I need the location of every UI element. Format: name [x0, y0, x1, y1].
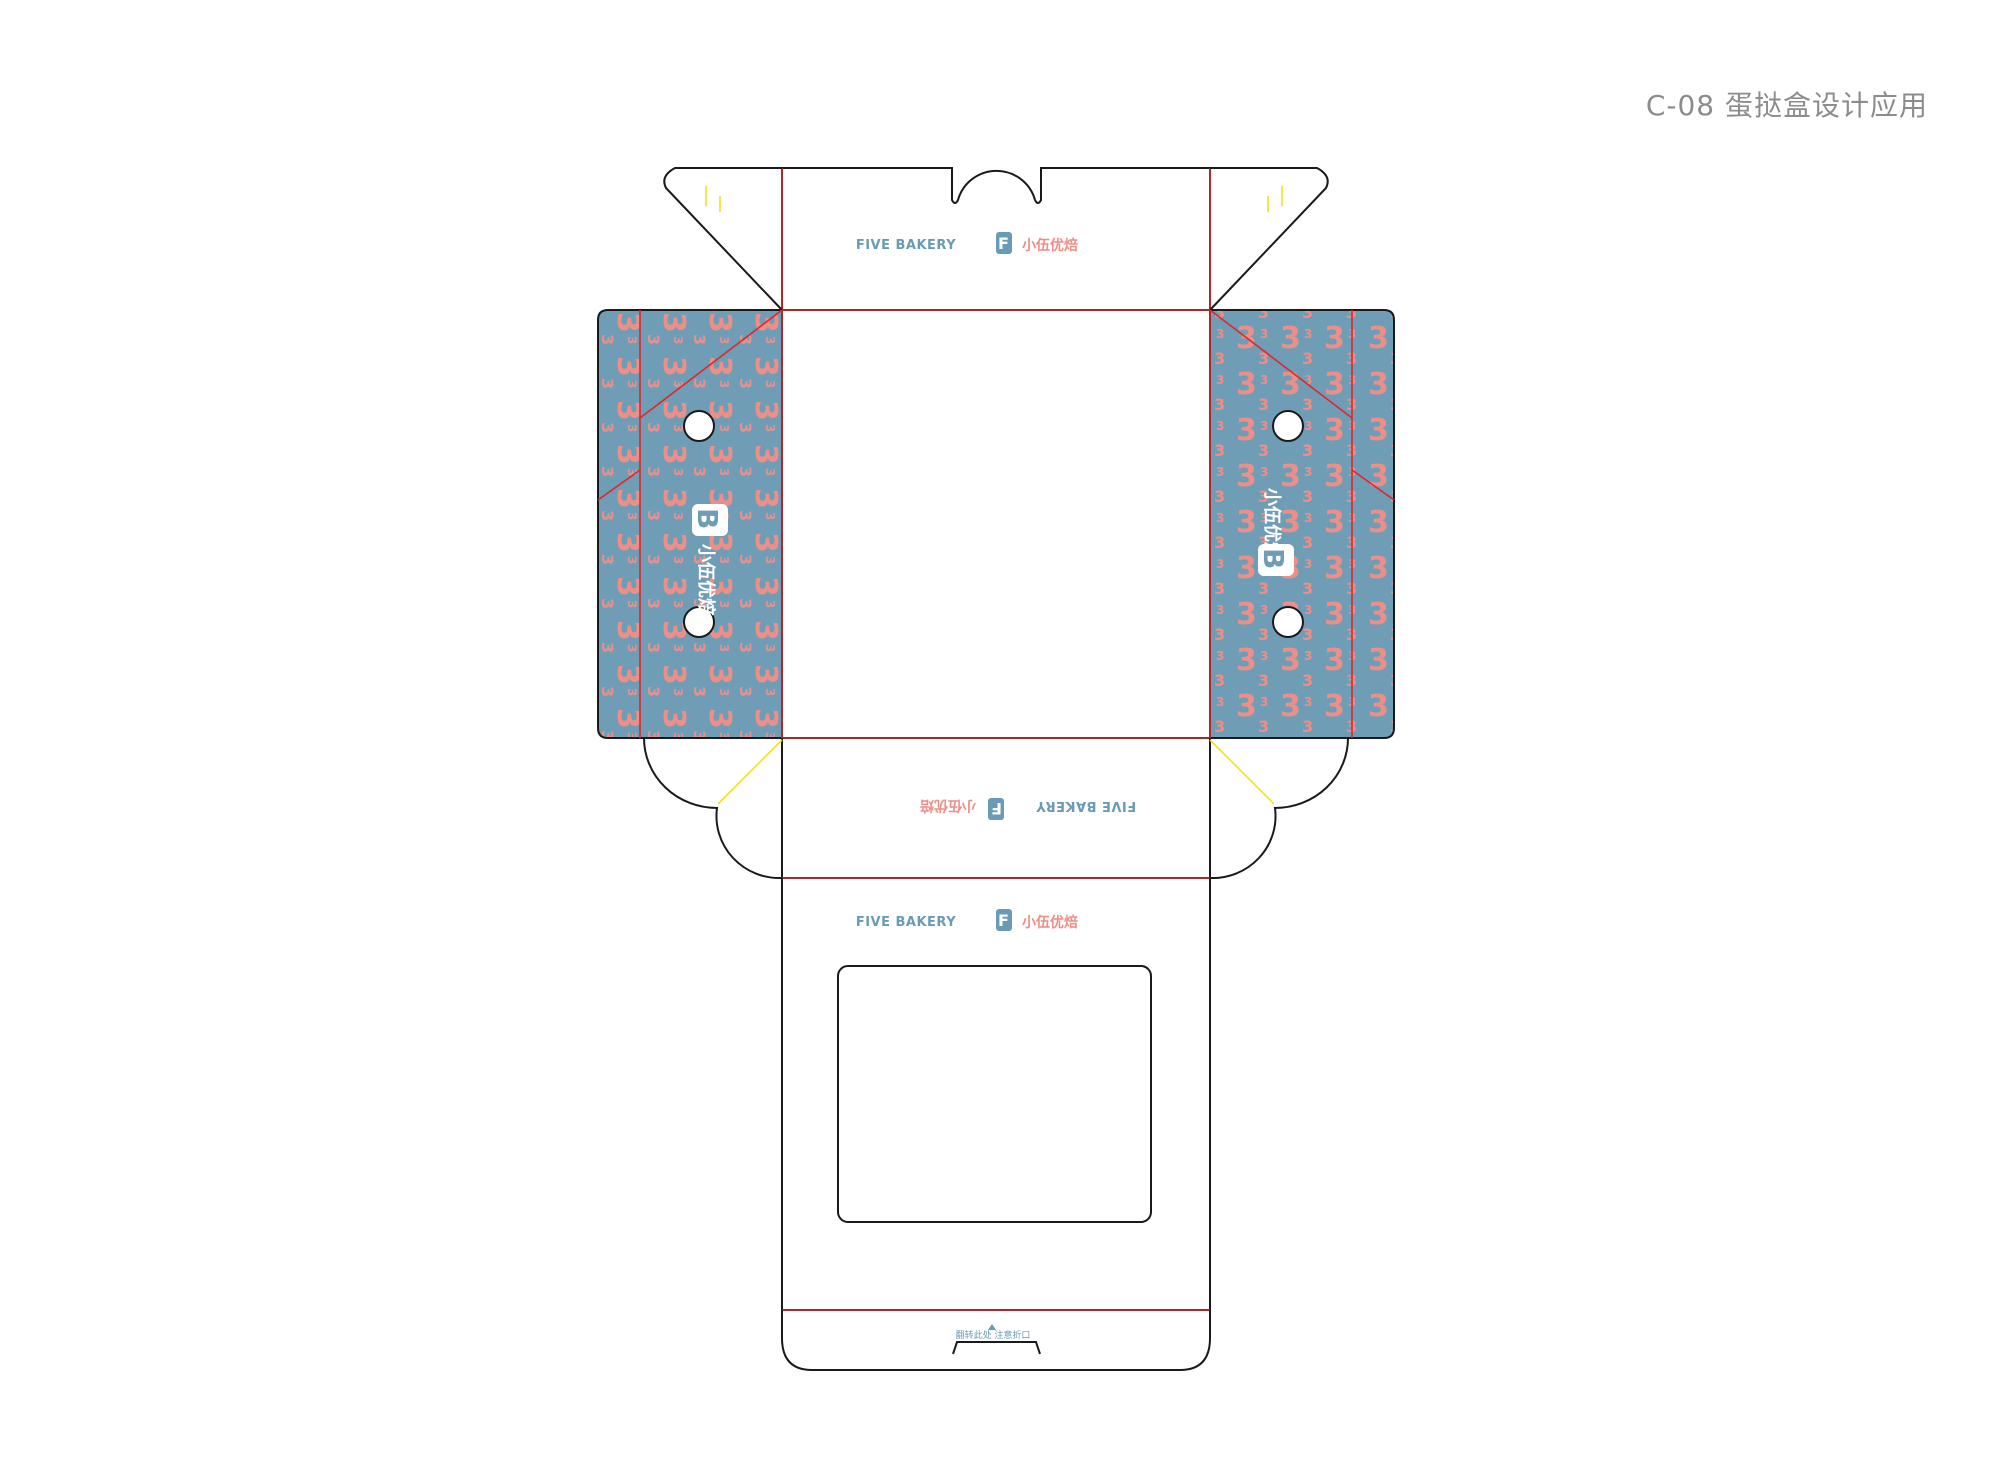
- side-panel-left: B 小伍优焙: [597, 309, 783, 739]
- tuck-note: 翻转此处 注意折口: [956, 1329, 1031, 1341]
- brand-name-cn: 小伍优焙: [920, 797, 976, 814]
- vent-hole: [683, 606, 715, 638]
- side-panel-right: 小伍优焙 B: [1209, 309, 1395, 739]
- brand-strip-top: FIVE BAKERY 小伍优焙: [856, 232, 1078, 254]
- page-title: C-08 蛋挞盒设计应用: [1645, 89, 1928, 122]
- svg-text:B: B: [1257, 548, 1290, 569]
- ear-flap-left: [643, 737, 783, 880]
- fb-monogram-icon: [988, 798, 1004, 820]
- fb-monogram-icon: [996, 232, 1012, 254]
- brand-name-en: FIVE BAKERY: [1036, 798, 1136, 813]
- side-logo-left: B 小伍优焙: [691, 504, 728, 616]
- bottom-tuck-tab: [781, 1310, 1211, 1371]
- brand-name-cn: 小伍优焙: [695, 544, 717, 616]
- dust-flap-left: [663, 167, 783, 311]
- brand-name-cn: 小伍优焙: [1022, 237, 1078, 254]
- brand-name-en: FIVE BAKERY: [856, 238, 956, 253]
- top-tuck-flap: [781, 167, 1211, 312]
- brand-strip-bottom: FIVE BAKERY 小伍优焙: [856, 909, 1078, 931]
- brand-name-cn: 小伍优焙: [1022, 914, 1078, 931]
- vent-hole: [1272, 606, 1304, 638]
- fb-monogram-icon: [996, 909, 1012, 931]
- display-window: [837, 965, 1152, 1223]
- triangle-up-icon: [988, 1324, 996, 1330]
- glue-mark: [1209, 739, 1275, 805]
- brand-name-en: FIVE BAKERY: [856, 915, 956, 930]
- vent-hole: [1272, 410, 1304, 442]
- dust-flap-right: [1209, 167, 1329, 311]
- tuck-slot: [952, 1341, 1041, 1355]
- glue-mark: [717, 739, 783, 805]
- bottom-panel: [781, 878, 1211, 1311]
- ear-flap-right: [1209, 737, 1349, 880]
- svg-text:B: B: [691, 508, 724, 529]
- main-panel: [781, 309, 1211, 739]
- vent-hole: [683, 410, 715, 442]
- side-logo-right: 小伍优焙 B: [1257, 488, 1294, 576]
- brand-name-cn: 小伍优焙: [1261, 488, 1283, 560]
- brand-strip-front: FIVE BAKERY 小伍优焙: [920, 797, 1136, 820]
